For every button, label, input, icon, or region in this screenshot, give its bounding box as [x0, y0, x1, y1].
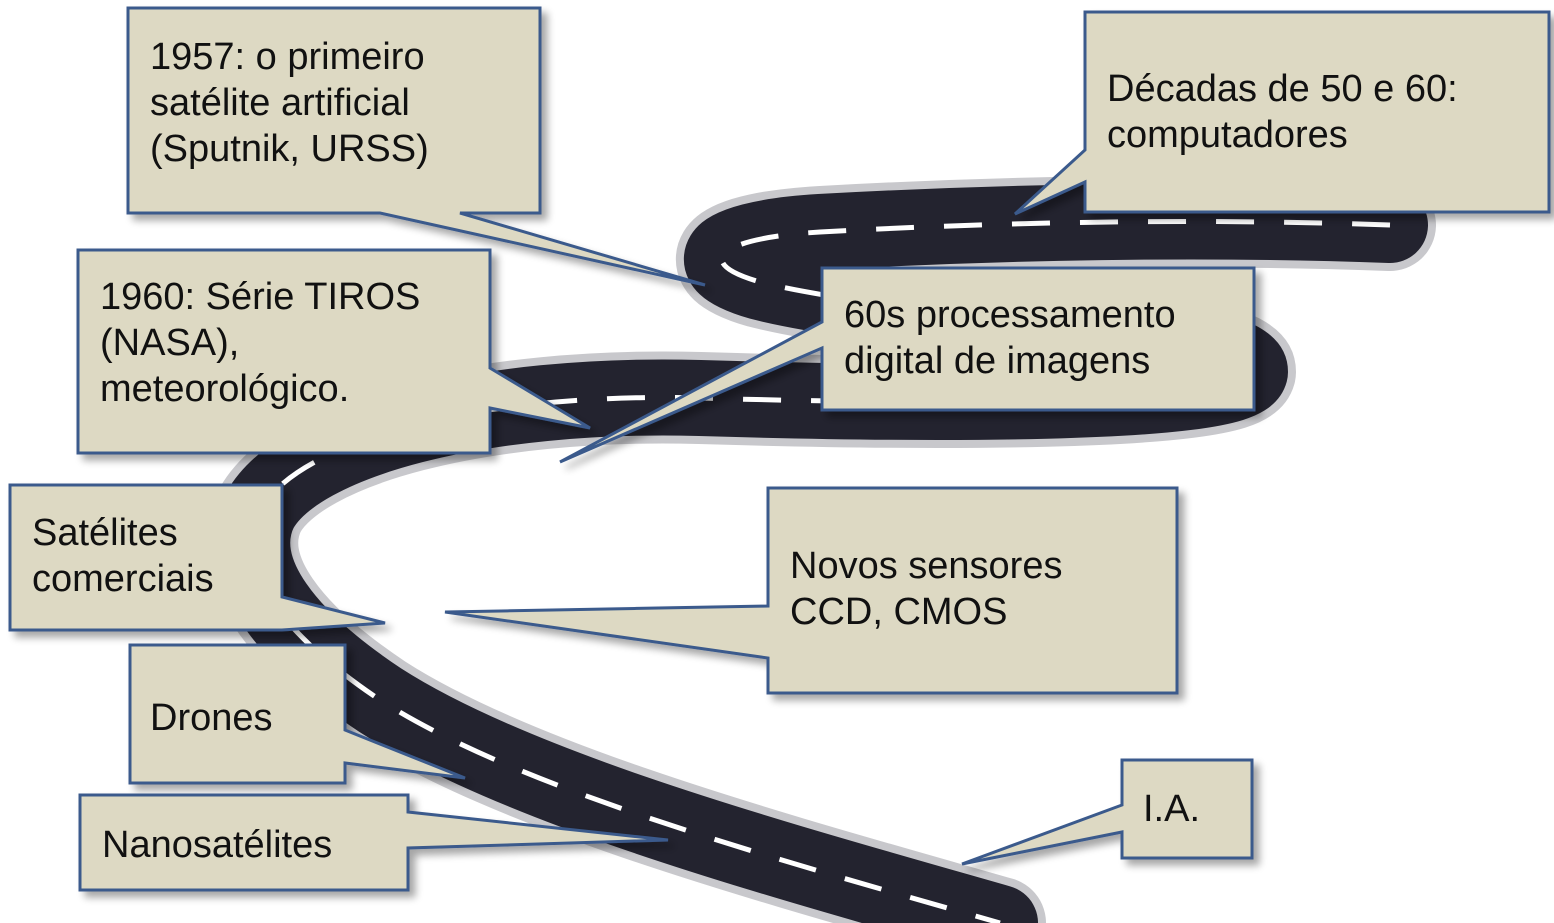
callout-sensors-text: Novos sensores CCD, CMOS [790, 545, 1063, 633]
callout-nanosatellites-text: Nanosatélites [102, 824, 333, 866]
callout-commercial-satellites-shape [8, 483, 386, 632]
callout-commercial-satellites-text: Satélites comerciais [32, 512, 214, 600]
callout-ai-shape [961, 758, 1254, 866]
callout-sensors-shape [444, 486, 1179, 695]
callout-computers-shape [1013, 10, 1551, 216]
callout-tiros-text: 1960: Série TIROS (NASA), meteorológico. [100, 276, 421, 410]
callout-tiros-shape [76, 248, 591, 455]
callout-drones-text: Drones [150, 697, 273, 739]
callout-image-processing-shape [559, 266, 1256, 464]
callout-drones-shape [128, 643, 466, 785]
callout-ai-text: I.A. [1143, 788, 1201, 830]
callout-image-processing-text: 60s processamento digital de imagens [844, 294, 1176, 382]
callout-sputnik-shape [126, 6, 706, 287]
callout-nanosatellites-shape [78, 793, 669, 892]
callout-computers-text: Décadas de 50 e 60: computadores [1107, 68, 1458, 156]
callout-sputnik-text: 1957: o primeiro satélite artificial (Sp… [150, 36, 429, 170]
